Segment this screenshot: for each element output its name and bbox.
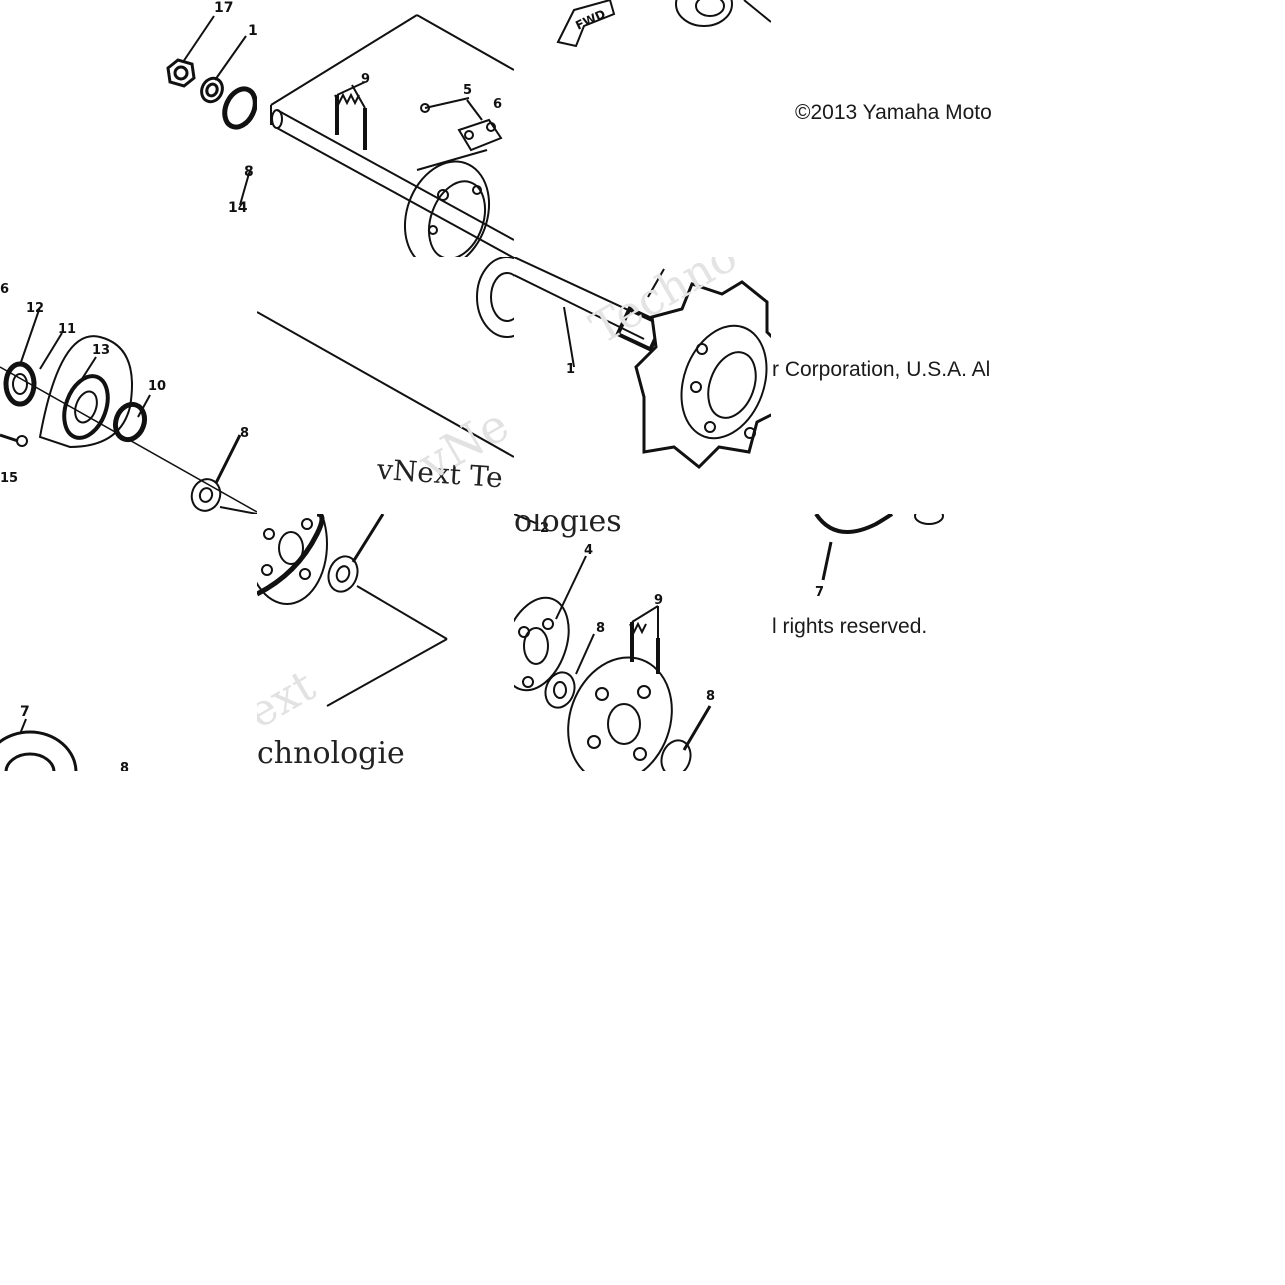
callout-1: 1 [248,23,257,39]
callout-8c: 8 [596,621,605,636]
idler-wheels-springs: 2 4 8 9 8 [514,514,715,771]
callout-11: 11 [58,322,76,337]
tile-sprocket: 1 Techno [514,257,771,514]
watermark-chnologie: chnologie [257,736,405,771]
tile-idler-wheels: 2 4 8 9 8 ologies [514,514,771,771]
copyright-line-3: l rights reserved. [772,615,928,638]
tile-axle-left: 9 5 6 [257,0,514,257]
callout-9: 9 [361,72,370,87]
callout-6: 6 [493,97,502,112]
frame-line-wheel-edge [257,257,514,458]
drive-sprocket: 1 [514,257,771,470]
lower-wheel-washer [257,514,448,707]
callout-8d: 8 [706,689,715,704]
wheel-fragment-right: 7 [814,514,944,600]
bearing-housing-assembly: 6 12 11 13 10 8 15 [0,282,257,514]
tile-lower-wheel: ext chnologie [257,514,514,771]
callout-8b: 8 [240,426,249,441]
callout-8: 8 [244,164,254,180]
callout-1b: 1 [566,362,575,377]
callout-6b: 6 [0,282,9,297]
callout-12: 12 [26,301,44,316]
callout-5: 5 [463,83,472,98]
copyright-line-1: ©2013 Yamaha Moto [795,101,992,124]
callout-8e: 8 [120,761,129,771]
callout-2: 2 [540,521,549,536]
direction-arrow-graphic: FWD [556,0,771,48]
callout-13: 13 [92,343,110,358]
copyright-line-2: r Corporation, U.S.A. Al [772,358,991,381]
bottom-wheel: 7 8 [0,704,129,771]
callout-14: 14 [228,200,248,216]
tile-bottom-left-wheel: 7 8 [0,514,257,771]
tile-fwd-arrow: FWD [514,0,771,257]
axle-shaft-springs: 9 5 6 [270,14,514,257]
callout-17: 17 [214,0,233,16]
tile-center: vNext Te vNe [257,257,514,514]
nut-washer-ring: 17 1 8 14 [166,0,257,216]
callout-15: 15 [0,471,18,486]
callout-7: 7 [20,704,30,720]
tile-bearing-housing: 6 12 11 13 10 8 15 [0,257,257,514]
callout-10: 10 [148,379,166,394]
tile-top-left: 17 1 8 14 [0,0,257,257]
callout-7b: 7 [815,585,824,600]
watermark-ologies: ologies [514,514,622,539]
callout-9b: 9 [654,593,663,608]
callout-4: 4 [584,543,593,558]
